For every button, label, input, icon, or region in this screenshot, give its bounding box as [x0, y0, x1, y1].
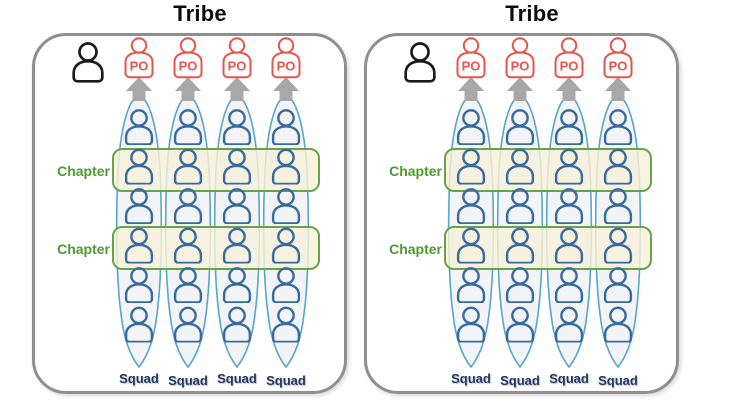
up-arrow-icon	[605, 77, 631, 101]
tribe-boundary	[364, 33, 679, 394]
up-arrow-icon	[175, 77, 201, 101]
chapter-label: Chapter	[389, 163, 442, 179]
up-arrow-icon	[273, 77, 299, 101]
tribe-diagram: PO PO PO PO	[72, 37, 320, 368]
po-icon: PO	[271, 37, 301, 79]
chapter-bands	[444, 148, 652, 270]
po-icon: PO	[554, 37, 584, 79]
tribe-title: Tribe	[173, 1, 227, 26]
chapter-label: Chapter	[389, 241, 442, 257]
chapter-band	[112, 226, 320, 270]
po-label: PO	[511, 59, 530, 74]
chapter-band	[444, 148, 652, 192]
tribe-lead-person-icon	[72, 41, 104, 83]
report-arrows	[458, 77, 631, 101]
up-arrow-icon	[458, 77, 484, 101]
chapter-bands	[112, 148, 320, 270]
squad-label: Squad	[598, 373, 638, 388]
squad-label: Squad	[266, 373, 306, 388]
po-icon: PO	[456, 37, 486, 79]
po-icon: PO	[222, 37, 252, 79]
up-arrow-icon	[556, 77, 582, 101]
po-label: PO	[462, 59, 481, 74]
po-icons: PO PO PO PO	[124, 37, 301, 79]
tribe-diagram: PO PO PO PO	[404, 37, 652, 368]
up-arrow-icon	[224, 77, 250, 101]
squad-label: Squad	[549, 371, 589, 386]
report-arrows	[126, 77, 299, 101]
tribe-title: Tribe	[505, 1, 559, 26]
tribe-boundary	[32, 33, 347, 394]
chapter-label: Chapter	[57, 241, 110, 257]
up-arrow-icon	[126, 77, 152, 101]
po-icon: PO	[603, 37, 633, 79]
squad-label: Squad	[168, 373, 208, 388]
po-icon: PO	[505, 37, 535, 79]
chapter-band	[444, 226, 652, 270]
up-arrow-icon	[507, 77, 533, 101]
tribe-panel: Tribe PO PO	[32, 0, 350, 413]
po-icons: PO PO PO PO	[456, 37, 633, 79]
tribe-lead-person-icon	[404, 41, 436, 83]
squad-label: Squad	[451, 371, 491, 386]
po-icon: PO	[173, 37, 203, 79]
po-label: PO	[228, 59, 247, 74]
squad-label: Squad	[119, 371, 159, 386]
po-label: PO	[609, 59, 628, 74]
squad-label: Squad	[500, 373, 540, 388]
squad-label: Squad	[217, 371, 257, 386]
tribe-panel: Tribe PO PO	[364, 0, 682, 413]
chapter-band	[112, 148, 320, 192]
po-label: PO	[130, 59, 149, 74]
po-label: PO	[179, 59, 198, 74]
chapter-label: Chapter	[57, 163, 110, 179]
po-icon: PO	[124, 37, 154, 79]
po-label: PO	[277, 59, 296, 74]
po-label: PO	[560, 59, 579, 74]
